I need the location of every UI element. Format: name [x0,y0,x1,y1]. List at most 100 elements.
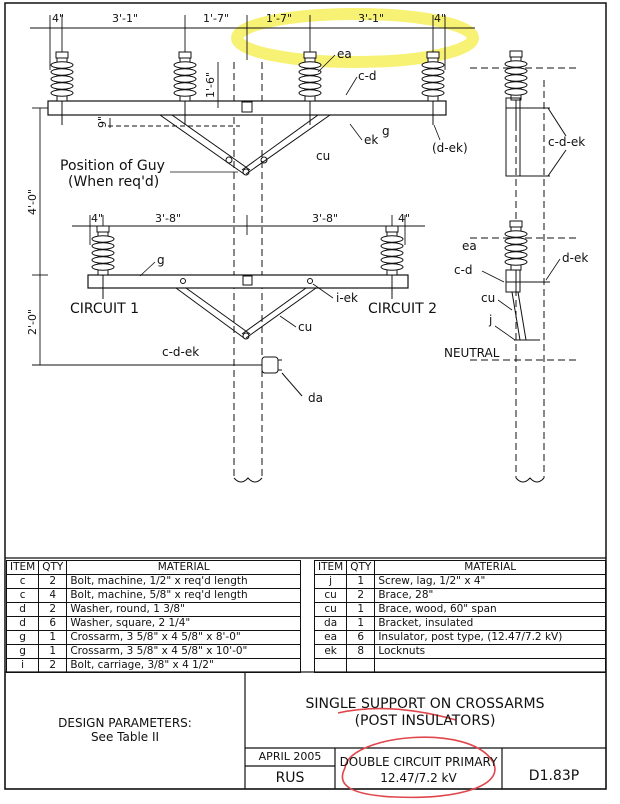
cell-material [374,658,606,673]
subtitle-line-1: DOUBLE CIRCUIT PRIMARY [339,755,498,769]
dim-upper-gap: 9" [96,116,109,128]
cell-qty [346,658,376,673]
cell-item: d [5,616,40,631]
col-qty: QTY [38,560,68,575]
label-ek-top: ek [364,133,378,147]
lower-insulators [91,225,404,299]
label-side-j: j [488,313,492,327]
cell-item: cu [313,602,348,617]
post-insulator [50,51,74,125]
cell-material: Washer, square, 2 1/4" [66,616,301,631]
dim-lower-1: 4" [91,212,103,225]
markup-strike [337,707,457,721]
drawing-subtitle: DOUBLE CIRCUIT PRIMARY 12.47/7.2 kV [337,754,500,786]
upper-braces [108,114,331,175]
cell-qty: 2 [38,574,68,589]
pole-front [233,62,263,478]
cell-qty: 2 [38,602,68,617]
cell-material: Crossarm, 3 5/8" x 4 5/8" x 10'-0" [66,644,301,659]
label-dek-top: (d-ek) [432,141,468,155]
drawing-title: SINGLE SUPPORT ON CROSSARMS (POST INSULA… [250,696,600,730]
upper-crossarm-bolt [241,101,253,113]
label-ea-top: ea [337,47,352,61]
label-da-lower: da [308,391,323,405]
dim-top-5: 3'-1" [358,12,384,25]
dim-lower: 2'-0" [26,309,39,335]
cell-item: da [313,616,348,631]
cell-material: Bolt, machine, 1/2" x req'd length [66,574,301,589]
cell-item: j [313,574,348,589]
design-params-heading: DESIGN PARAMETERS: [58,716,192,730]
cell-qty: 2 [346,588,376,603]
title-line-1: SINGLE SUPPORT ON CROSSARMS [305,696,545,712]
label-side-cd: c-d [454,263,473,277]
col-qty: QTY [346,560,376,575]
cell-item [313,658,348,673]
label-guy-2: (When req'd) [68,174,159,190]
subtitle-line-2: 12.47/7.2 kV [380,771,457,785]
label-guy-1: Position of Guy [60,158,165,174]
upper-insulators [50,51,445,125]
cell-qty: 6 [38,616,68,631]
post-insulator [173,51,197,125]
dim-top-4: 1'-7" [266,12,292,25]
design-params-ref: See Table II [90,730,160,744]
cell-material: Screw, lag, 1/2" x 4" [374,574,606,589]
col-item: ITEM [5,560,40,575]
pole-front-break [233,477,263,483]
org: RUS [275,770,305,786]
title-block-frame [4,671,607,790]
cell-qty: 8 [346,644,376,659]
cell-material: Bolt, machine, 5/8" x req'd length [66,588,301,603]
cell-item: ek [313,644,348,659]
dim-top-3: 1'-7" [203,12,229,25]
col-material: MATERIAL [374,560,606,575]
label-cu-lower: cu [298,320,312,334]
cell-item: ea [313,630,348,645]
label-side-cdek: c-d-ek [548,135,585,149]
upper-crossarm [47,100,447,116]
cell-material: Brace, 28" [374,588,606,603]
cell-qty: 1 [346,574,376,589]
vertical-dimensions [32,62,230,366]
col-material: MATERIAL [66,560,301,575]
cell-qty: 1 [38,630,68,645]
cell-material: Crossarm, 3 5/8" x 4 5/8" x 8'-0" [66,630,301,645]
dim-spacing: 4'-0" [26,189,39,215]
cell-item: i [5,658,40,673]
dim-upper-small: 1'-6" [204,72,217,98]
cell-material: Insulator, post type, (12.47/7.2 kV) [374,630,606,645]
cell-material: Brace, wood, 60" span [374,602,606,617]
cell-item: g [5,630,40,645]
cell-item: d [5,602,40,617]
cell-item: g [5,644,40,659]
side-hardware [505,97,567,341]
label-cdek-lower: c-d-ek [162,345,199,359]
lower-dimension-line [72,215,425,245]
label-side-ea: ea [462,239,477,253]
post-insulator [380,225,404,299]
cell-qty: 2 [38,658,68,673]
label-cd-top: c-d [358,69,377,83]
lower-braces [175,287,317,339]
label-g-top: g [382,124,390,138]
date: APRIL 2005 [258,750,322,763]
drawing-number: D1.83P [528,768,580,784]
cell-qty: 4 [38,588,68,603]
post-insulator [504,220,528,294]
label-g-lower: g [157,253,165,267]
table-row [313,658,606,673]
highlight-mark [231,8,479,68]
